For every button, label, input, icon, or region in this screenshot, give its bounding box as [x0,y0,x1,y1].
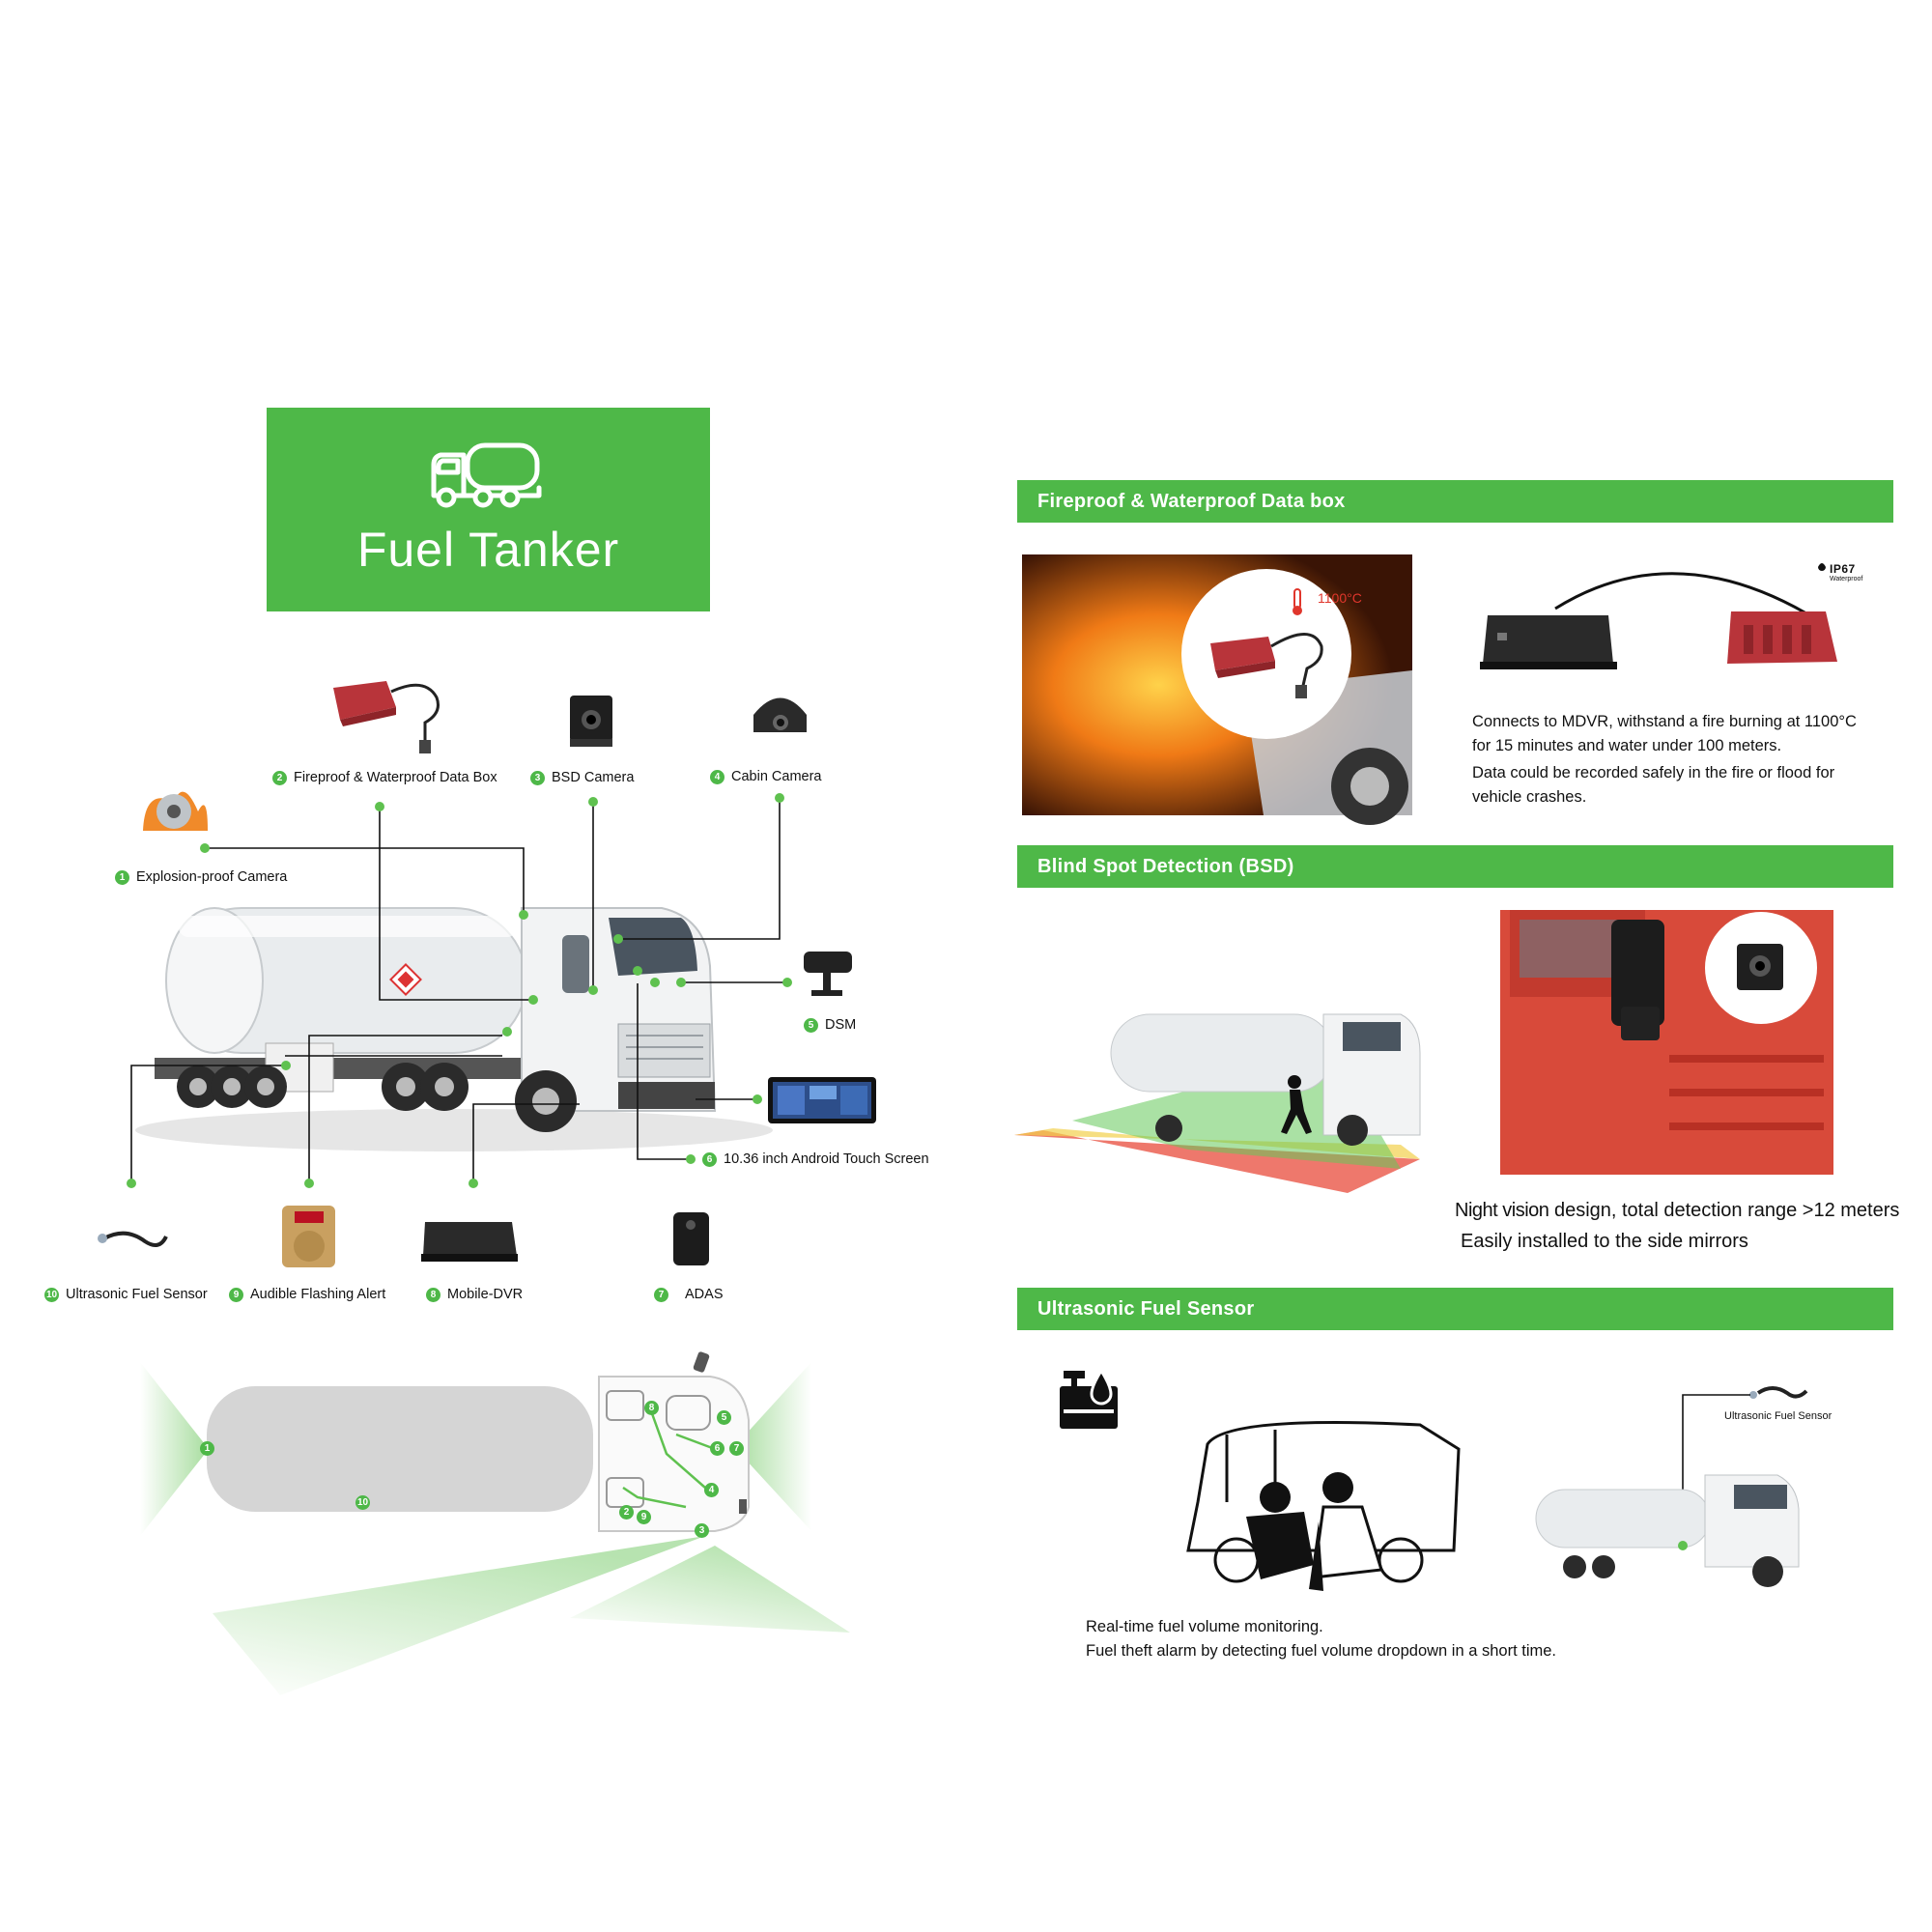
bsd-camera-product [570,696,612,747]
cabin-camera-product [753,697,807,732]
top-view-diagram [140,1351,850,1695]
topview-marker-3: 3 [695,1523,709,1538]
section-header-fuel: Ultrasonic Fuel Sensor [1017,1288,1893,1330]
fireproof-line: vehicle crashes. [1472,788,1587,806]
topview-marker-4: 4 [704,1483,719,1497]
component-label-1: 1 Explosion-proof Camera [115,869,287,885]
fuel-line: Real-time fuel volume monitoring. [1086,1618,1323,1635]
section-header-bsd: Blind Spot Detection (BSD) [1017,845,1893,888]
topview-marker-9: 9 [637,1510,651,1524]
detection-range-text: design, total detection range >12 meters [1548,1200,1900,1221]
component-name: Ultrasonic Fuel Sensor [66,1287,208,1302]
number-badge: 6 [702,1151,717,1167]
databox-product [333,681,440,753]
title-banner [267,408,710,611]
number-badge: 7 [654,1287,668,1302]
page-title: Fuel Tanker [356,523,620,577]
number-badge: 8 [426,1287,440,1302]
component-label-7: 7 ADAS [654,1287,724,1302]
component-name: Audible Flashing Alert [250,1287,386,1302]
pedestrian-icon [1281,1075,1312,1134]
fireproof-description: Connects to MDVR, withstand a fire burni… [1472,710,1857,810]
fuel-sensor-caption: Ultrasonic Fuel Sensor [1724,1410,1833,1422]
topview-marker-6: 6 [710,1441,724,1456]
number-badge: 1 [115,869,129,885]
component-label-2: 2 Fireproof & Waterproof Data Box [272,770,497,785]
alert-product [282,1206,335,1267]
component-name: Mobile-DVR [447,1287,524,1302]
component-name: DSM [825,1017,857,1033]
component-label-9: 9 Audible Flashing Alert [229,1287,385,1302]
fuel-description: Real-time fuel volume monitoring. Fuel t… [1086,1615,1556,1663]
component-label-5: 5 DSM [804,1017,856,1033]
component-name: Explosion-proof Camera [136,869,288,885]
topview-marker-5: 5 [717,1410,731,1425]
adas-product [673,1212,709,1265]
number-badge: 9 [229,1287,243,1302]
touch-screen-product [768,1077,876,1123]
temperature-badge: 1100°C [1318,590,1362,606]
tank-topview [207,1386,593,1512]
topview-marker-1: 1 [200,1441,214,1456]
fuel-sensor-product [98,1231,168,1247]
number-badge: 10 [44,1287,59,1302]
component-label-8: 8 Mobile-DVR [426,1287,523,1302]
section-header-fireproof: Fireproof & Waterproof Data box [1017,480,1893,523]
component-label-6: 6 10.36 inch Android Touch Screen [702,1151,929,1167]
number-badge: 2 [272,770,287,785]
component-name: ADAS [685,1287,724,1302]
fireproof-line: Connects to MDVR, withstand a fire burni… [1472,713,1857,730]
fuel-tank-drop-icon [1060,1368,1118,1429]
number-badge: 5 [804,1017,818,1033]
component-name: 10.36 inch Android Touch Screen [724,1151,929,1167]
bsd-line-1: Night vision design, total detection ran… [1455,1196,1899,1226]
dsm-product [804,952,852,996]
side-mirror-image [1500,910,1833,1175]
fuel-sensor-truck-image [1535,1386,1808,1587]
bsd-line-2: Easily installed to the side mirrors [1461,1231,1748,1252]
topview-marker-7: 7 [729,1441,744,1456]
component-label-10: 10 Ultrasonic Fuel Sensor [44,1287,208,1302]
explosion-camera-product [143,791,208,831]
topview-marker-10: 10 [355,1495,370,1510]
fireproof-line: for 15 minutes and water under 100 meter… [1472,737,1782,754]
component-name: BSD Camera [552,770,635,785]
bsd-zone-image [1014,1013,1421,1193]
truck-diagram [98,681,876,1267]
connector-dots [127,793,792,1188]
ip67-badge: IP67 [1830,562,1856,576]
fuel-theft-illustration [1186,1421,1461,1591]
component-name: Cabin Camera [731,769,822,784]
number-badge: 3 [530,770,545,785]
component-label-4: 4 Cabin Camera [710,769,822,784]
mobile-dvr-product [421,1222,518,1262]
fuel-line: Fuel theft alarm by detecting fuel volum… [1086,1642,1556,1660]
component-label-3: 3 BSD Camera [530,770,634,785]
topview-marker-2: 2 [619,1505,634,1520]
ip67-sub: Waterproof [1830,576,1863,582]
number-badge: 4 [710,769,724,784]
mdvr-databox-image [1480,563,1837,669]
tanker-truck-icon [431,442,542,508]
topview-marker-8: 8 [644,1401,659,1415]
component-name: Fireproof & Waterproof Data Box [294,770,497,785]
night-vision-text: Night vision [1455,1200,1549,1221]
water-drop-icon [1818,563,1826,571]
fire-image [1022,554,1412,825]
fireproof-line: Data could be recorded safely in the fir… [1472,764,1835,781]
